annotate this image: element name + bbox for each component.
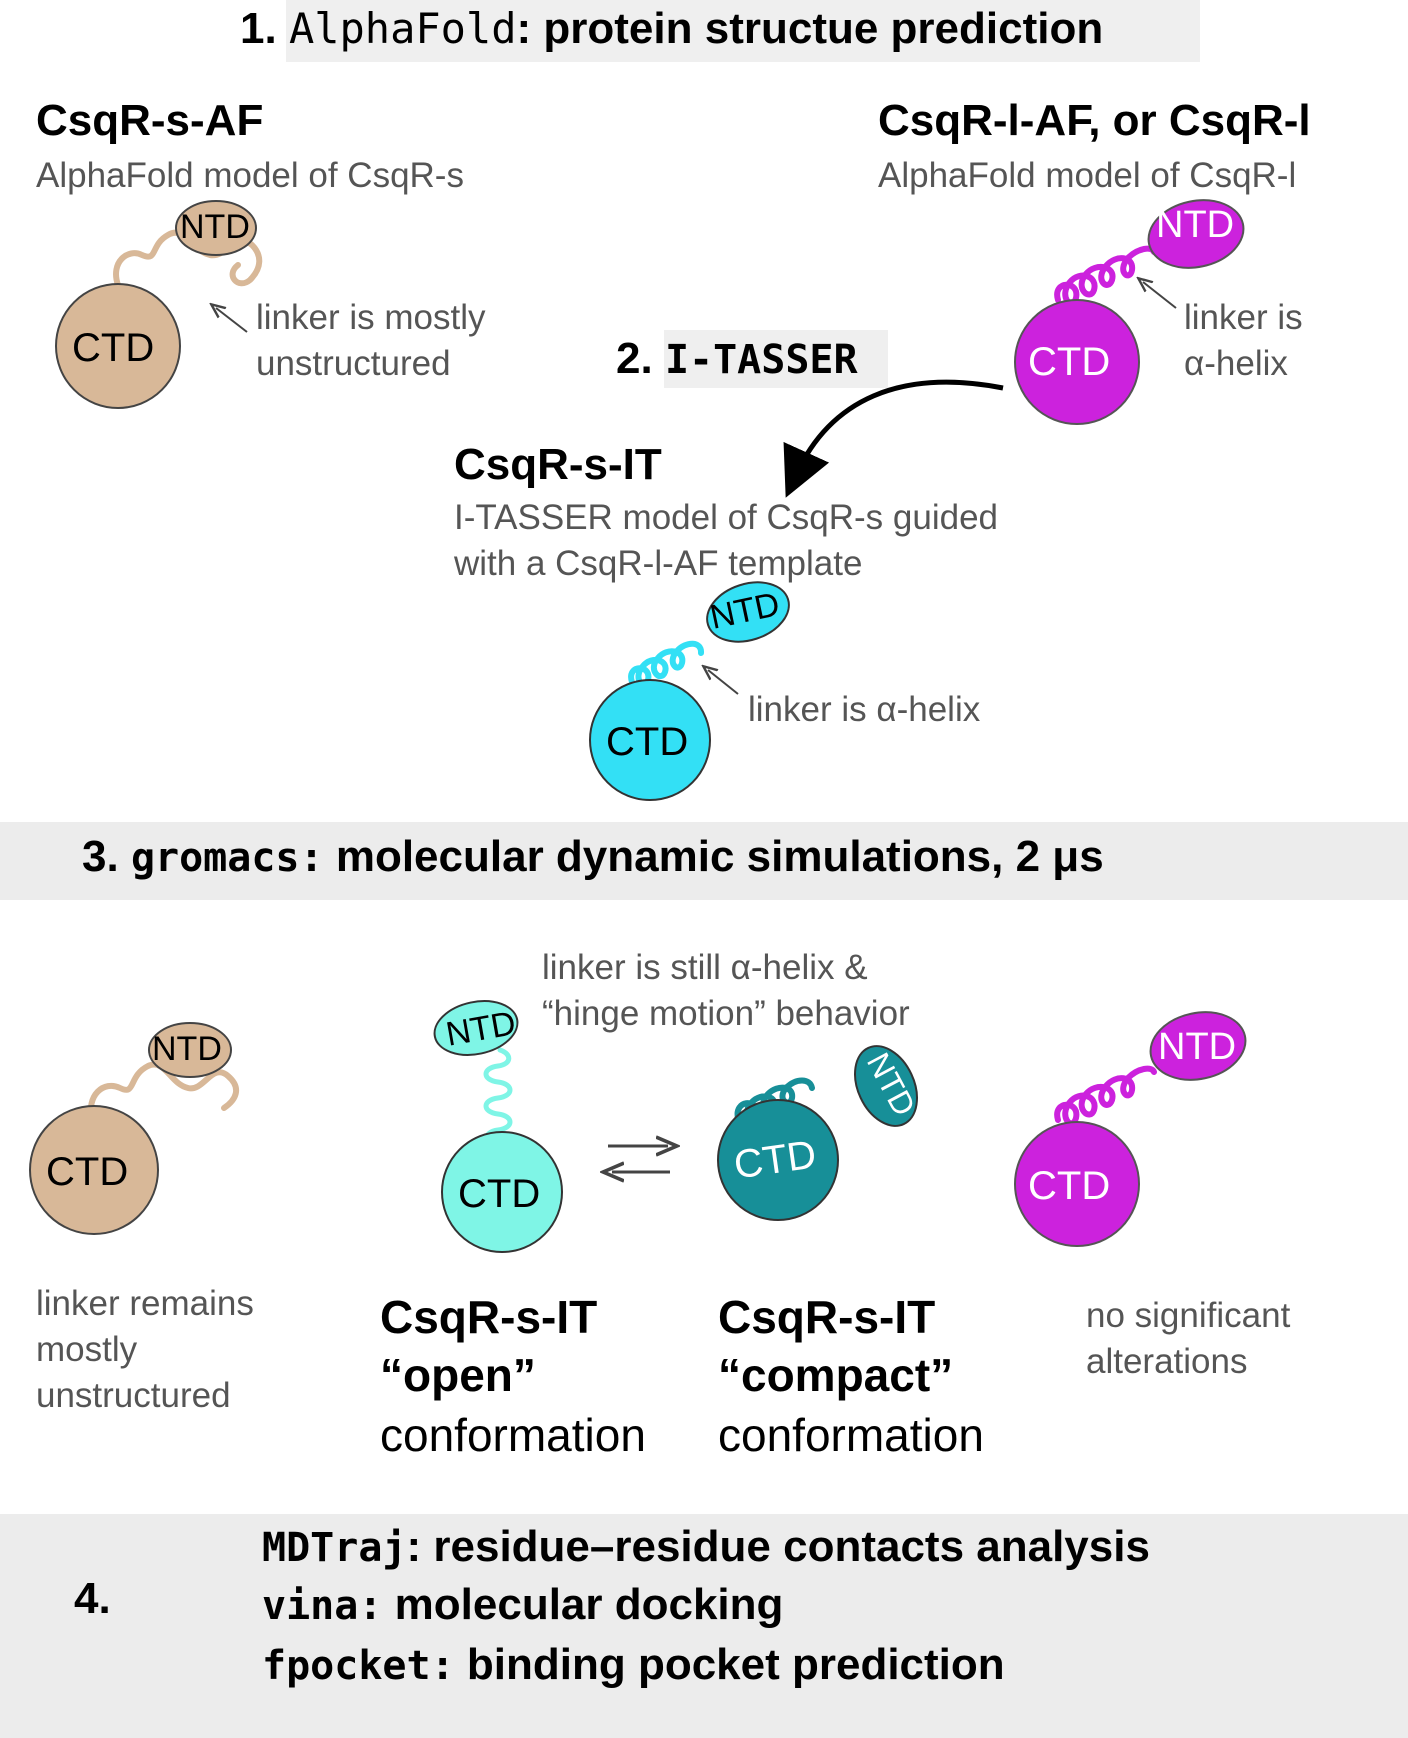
step4-line-3: fpocket: binding pocket prediction bbox=[262, 1640, 1005, 1690]
ctd-domain bbox=[1014, 299, 1140, 425]
csqr-s-it-name: CsqR-s-IT bbox=[454, 440, 662, 489]
helix-linker bbox=[1054, 245, 1157, 307]
csqr-l-af-note-2: α-helix bbox=[1184, 344, 1288, 383]
md-open-word: conformation bbox=[380, 1409, 646, 1461]
step3-title: 3. gromacs: molecular dynamic simulation… bbox=[82, 832, 1104, 882]
step1-title-bg bbox=[286, 0, 1200, 62]
step4-tool-2: vina: bbox=[262, 1583, 383, 1629]
md-open-state: “open” bbox=[380, 1349, 536, 1401]
md-compact-word: conformation bbox=[718, 1409, 984, 1461]
csqr-s-it-protein bbox=[589, 581, 790, 801]
md-compact-protein bbox=[717, 1045, 918, 1221]
ntd-domain bbox=[148, 1022, 232, 1078]
hinge-note-2: “hinge motion” behavior bbox=[542, 994, 910, 1033]
csqr-s-it-note: linker is α-helix bbox=[748, 690, 981, 729]
md-s-af-note-2: mostly bbox=[36, 1330, 138, 1369]
step4-band bbox=[0, 1514, 1408, 1738]
ctd-domain bbox=[1014, 1121, 1140, 1247]
md-l-af-note-1: no significant bbox=[1086, 1296, 1291, 1335]
ntd-domain bbox=[433, 1000, 519, 1056]
md-s-af-ntd-label: NTD bbox=[152, 1030, 222, 1068]
csqr-l-af-desc: AlphaFold model of CsqR-l bbox=[878, 156, 1297, 195]
md-open-name: CsqR-s-IT bbox=[380, 1291, 598, 1343]
csqr-s-af-protein bbox=[55, 200, 263, 409]
step1-title: 1. AlphaFold: protein structue predictio… bbox=[240, 4, 1103, 54]
ctd-domain bbox=[717, 1099, 839, 1221]
md-s-af-ctd-label: CTD bbox=[46, 1150, 129, 1194]
csqr-s-it-desc-2: with a CsqR-l-AF template bbox=[454, 544, 863, 583]
step2-title-bg bbox=[664, 330, 888, 388]
ctd-domain bbox=[29, 1105, 159, 1235]
pointer-arrow bbox=[1143, 282, 1177, 309]
md-l-af-ntd-label: NTD bbox=[1158, 1026, 1237, 1068]
step3-text: molecular dynamic simulations, 2 μs bbox=[335, 832, 1104, 881]
step1-text: protein structue prediction bbox=[543, 4, 1104, 53]
step4-text-1: : residue–residue contacts analysis bbox=[406, 1522, 1150, 1571]
ntd-domain bbox=[1147, 199, 1245, 269]
step4-line-1: MDTraj: residue–residue contacts analysi… bbox=[262, 1522, 1150, 1572]
step2-number: 2. bbox=[616, 334, 653, 383]
md-l-af-ctd-label: CTD bbox=[1028, 1164, 1111, 1208]
ctd-domain bbox=[55, 283, 181, 409]
step4-line-2: vina: molecular docking bbox=[262, 1580, 783, 1630]
step4-text-2: molecular docking bbox=[382, 1580, 784, 1629]
csqr-l-af-note-1: linker is bbox=[1184, 298, 1303, 337]
csqr-l-af-name: CsqR-l-AF, or CsqR-l bbox=[878, 96, 1311, 145]
md-s-af-note-3: unstructured bbox=[36, 1376, 231, 1415]
step4-text-3: binding pocket prediction bbox=[454, 1640, 1005, 1689]
step1-tool: AlphaFold bbox=[288, 4, 517, 53]
step4-tool-3: fpocket: bbox=[262, 1643, 455, 1689]
csqr-s-af-ctd-label: CTD bbox=[72, 326, 155, 370]
pointer-arrow bbox=[708, 670, 739, 695]
csqr-l-af-ctd-label: CTD bbox=[1028, 340, 1111, 384]
step1-number: 1. bbox=[240, 4, 277, 53]
md-csqr-s-af-protein bbox=[29, 1022, 240, 1235]
md-open-protein bbox=[433, 1000, 563, 1253]
step2-title: 2. I-TASSER bbox=[616, 334, 858, 384]
step4-tool-1: MDTraj bbox=[262, 1525, 407, 1571]
md-l-af-note-2: alterations bbox=[1086, 1342, 1248, 1381]
csqr-l-af-ntd-label: NTD bbox=[1156, 204, 1235, 246]
csqr-s-af-desc: AlphaFold model of CsqR-s bbox=[36, 156, 464, 195]
step3-tool: gromacs: bbox=[130, 835, 324, 881]
csqr-s-it-desc-1: I-TASSER model of CsqR-s guided bbox=[454, 498, 999, 537]
helix-linker bbox=[483, 1047, 513, 1153]
ntd-domain bbox=[1149, 1011, 1247, 1081]
step1-sep: : bbox=[516, 4, 532, 53]
ntd-domain bbox=[854, 1045, 918, 1127]
md-s-af-note-1: linker remains bbox=[36, 1284, 254, 1323]
csqr-s-af-note-2: unstructured bbox=[256, 344, 451, 383]
step3-band bbox=[0, 822, 1408, 900]
md-compact-name: CsqR-s-IT bbox=[718, 1291, 936, 1343]
hinge-note-1: linker is still α-helix & bbox=[542, 948, 868, 987]
template-arrow bbox=[783, 379, 1004, 498]
md-csqr-l-af-protein bbox=[1014, 1011, 1247, 1247]
pointer-arrow bbox=[216, 308, 248, 333]
step2-tool: I-TASSER bbox=[664, 337, 858, 383]
step3-number: 3. bbox=[82, 832, 119, 881]
csqr-l-af-protein bbox=[1014, 199, 1245, 425]
csqr-s-af-name: CsqR-s-AF bbox=[36, 96, 264, 145]
step4-number: 4. bbox=[74, 1574, 111, 1623]
csqr-s-it-ctd-label: CTD bbox=[606, 720, 689, 764]
csqr-s-af-ntd-label: NTD bbox=[180, 208, 250, 246]
helix-linker bbox=[628, 640, 704, 688]
md-compact-state: “compact” bbox=[718, 1349, 954, 1401]
ctd-domain bbox=[441, 1131, 563, 1253]
csqr-s-af-note-1: linker is mostly bbox=[256, 298, 486, 337]
helix-linker bbox=[1054, 1065, 1157, 1127]
md-open-ctd-label: CTD bbox=[458, 1172, 541, 1216]
ntd-domain bbox=[175, 200, 257, 256]
ctd-domain bbox=[589, 679, 711, 801]
ntd-domain bbox=[706, 581, 790, 643]
